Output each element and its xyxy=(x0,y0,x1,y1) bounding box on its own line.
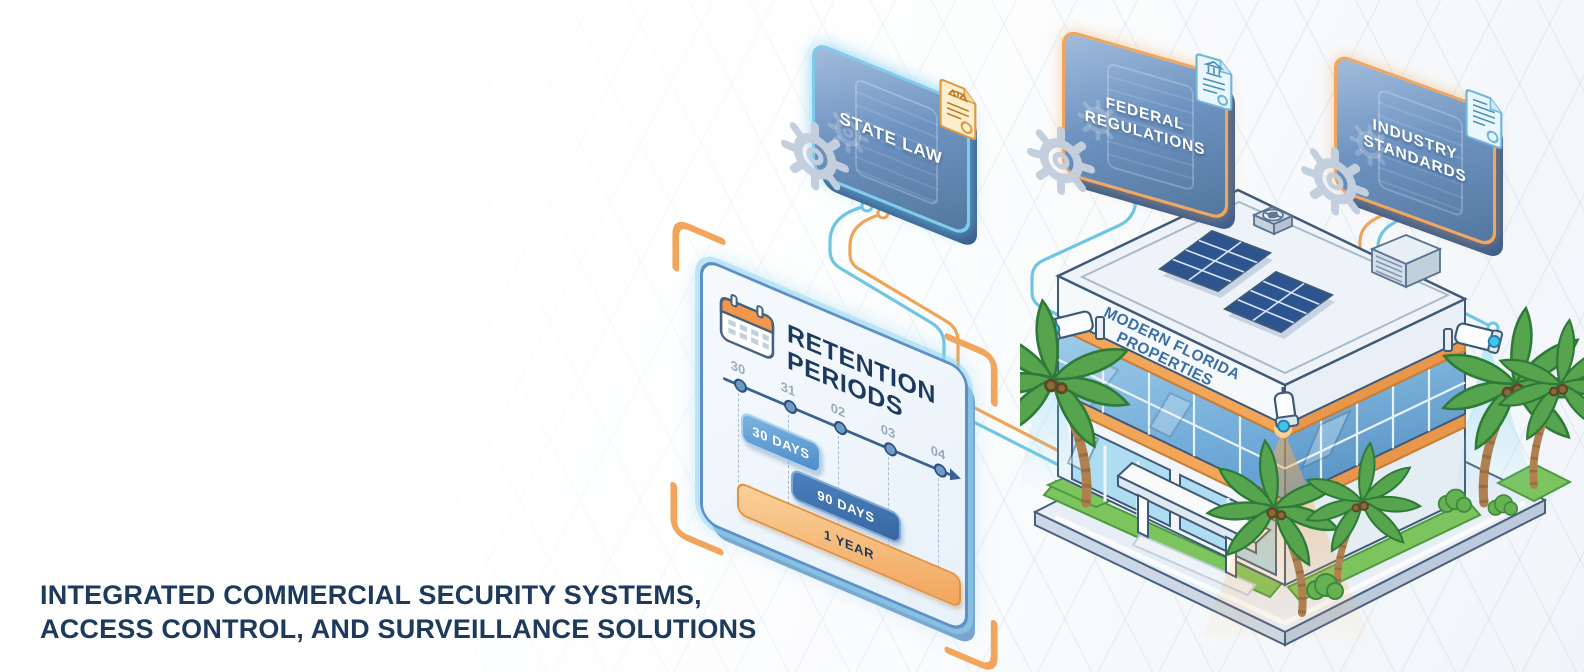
timeline-dot xyxy=(734,376,747,395)
standards-document-icon xyxy=(1465,89,1503,150)
frame-bracket-icon xyxy=(942,329,1000,412)
facade-upper xyxy=(1057,274,1466,515)
retention-panel-body: RETENTION PERIODS 30 31 02 03 04 30 DAYS… xyxy=(700,256,968,635)
office-building-illustration: MODERN FLORIDA PROPERTIES xyxy=(1020,188,1584,647)
timeline-dot xyxy=(834,418,847,438)
solar-panel-array xyxy=(1222,270,1335,339)
retention-pill-30-days: 30 DAYS xyxy=(741,410,821,476)
card-state-law: STATE LAW xyxy=(812,40,977,238)
cctv-camera-front xyxy=(1273,387,1300,433)
retention-periods-panel: RETENTION PERIODS 30 31 02 03 04 30 DAYS… xyxy=(670,221,998,670)
headline-line2: ACCESS CONTROL, AND SURVEILLANCE SOLUTIO… xyxy=(40,614,757,644)
legal-scales-document-icon xyxy=(939,78,977,141)
cctv-camera-right xyxy=(1443,322,1504,354)
frame-bracket-icon xyxy=(668,477,726,560)
calendar-icon xyxy=(719,294,775,359)
frame-bracket-icon xyxy=(942,596,1000,672)
timeline-dot xyxy=(784,397,797,417)
timeline-dot xyxy=(884,440,897,459)
card-federal-regulations: FEDERAL REGULATIONS xyxy=(1062,28,1233,222)
government-document-icon xyxy=(1195,53,1233,111)
solar-panel-array xyxy=(1157,229,1273,298)
headline: INTEGRATED COMMERCIAL SECURITY SYSTEMS, … xyxy=(40,578,756,646)
roof-vent-fan xyxy=(1251,206,1295,236)
frame-bracket-icon xyxy=(670,213,728,296)
timeline-dot xyxy=(934,461,947,480)
hvac-unit xyxy=(1369,234,1443,289)
card-industry-standards: INDUSTRY STANDARDS xyxy=(1334,52,1503,249)
headline-line1: INTEGRATED COMMERCIAL SECURITY SYSTEMS, xyxy=(40,580,702,610)
window-mullions xyxy=(1057,349,1466,483)
